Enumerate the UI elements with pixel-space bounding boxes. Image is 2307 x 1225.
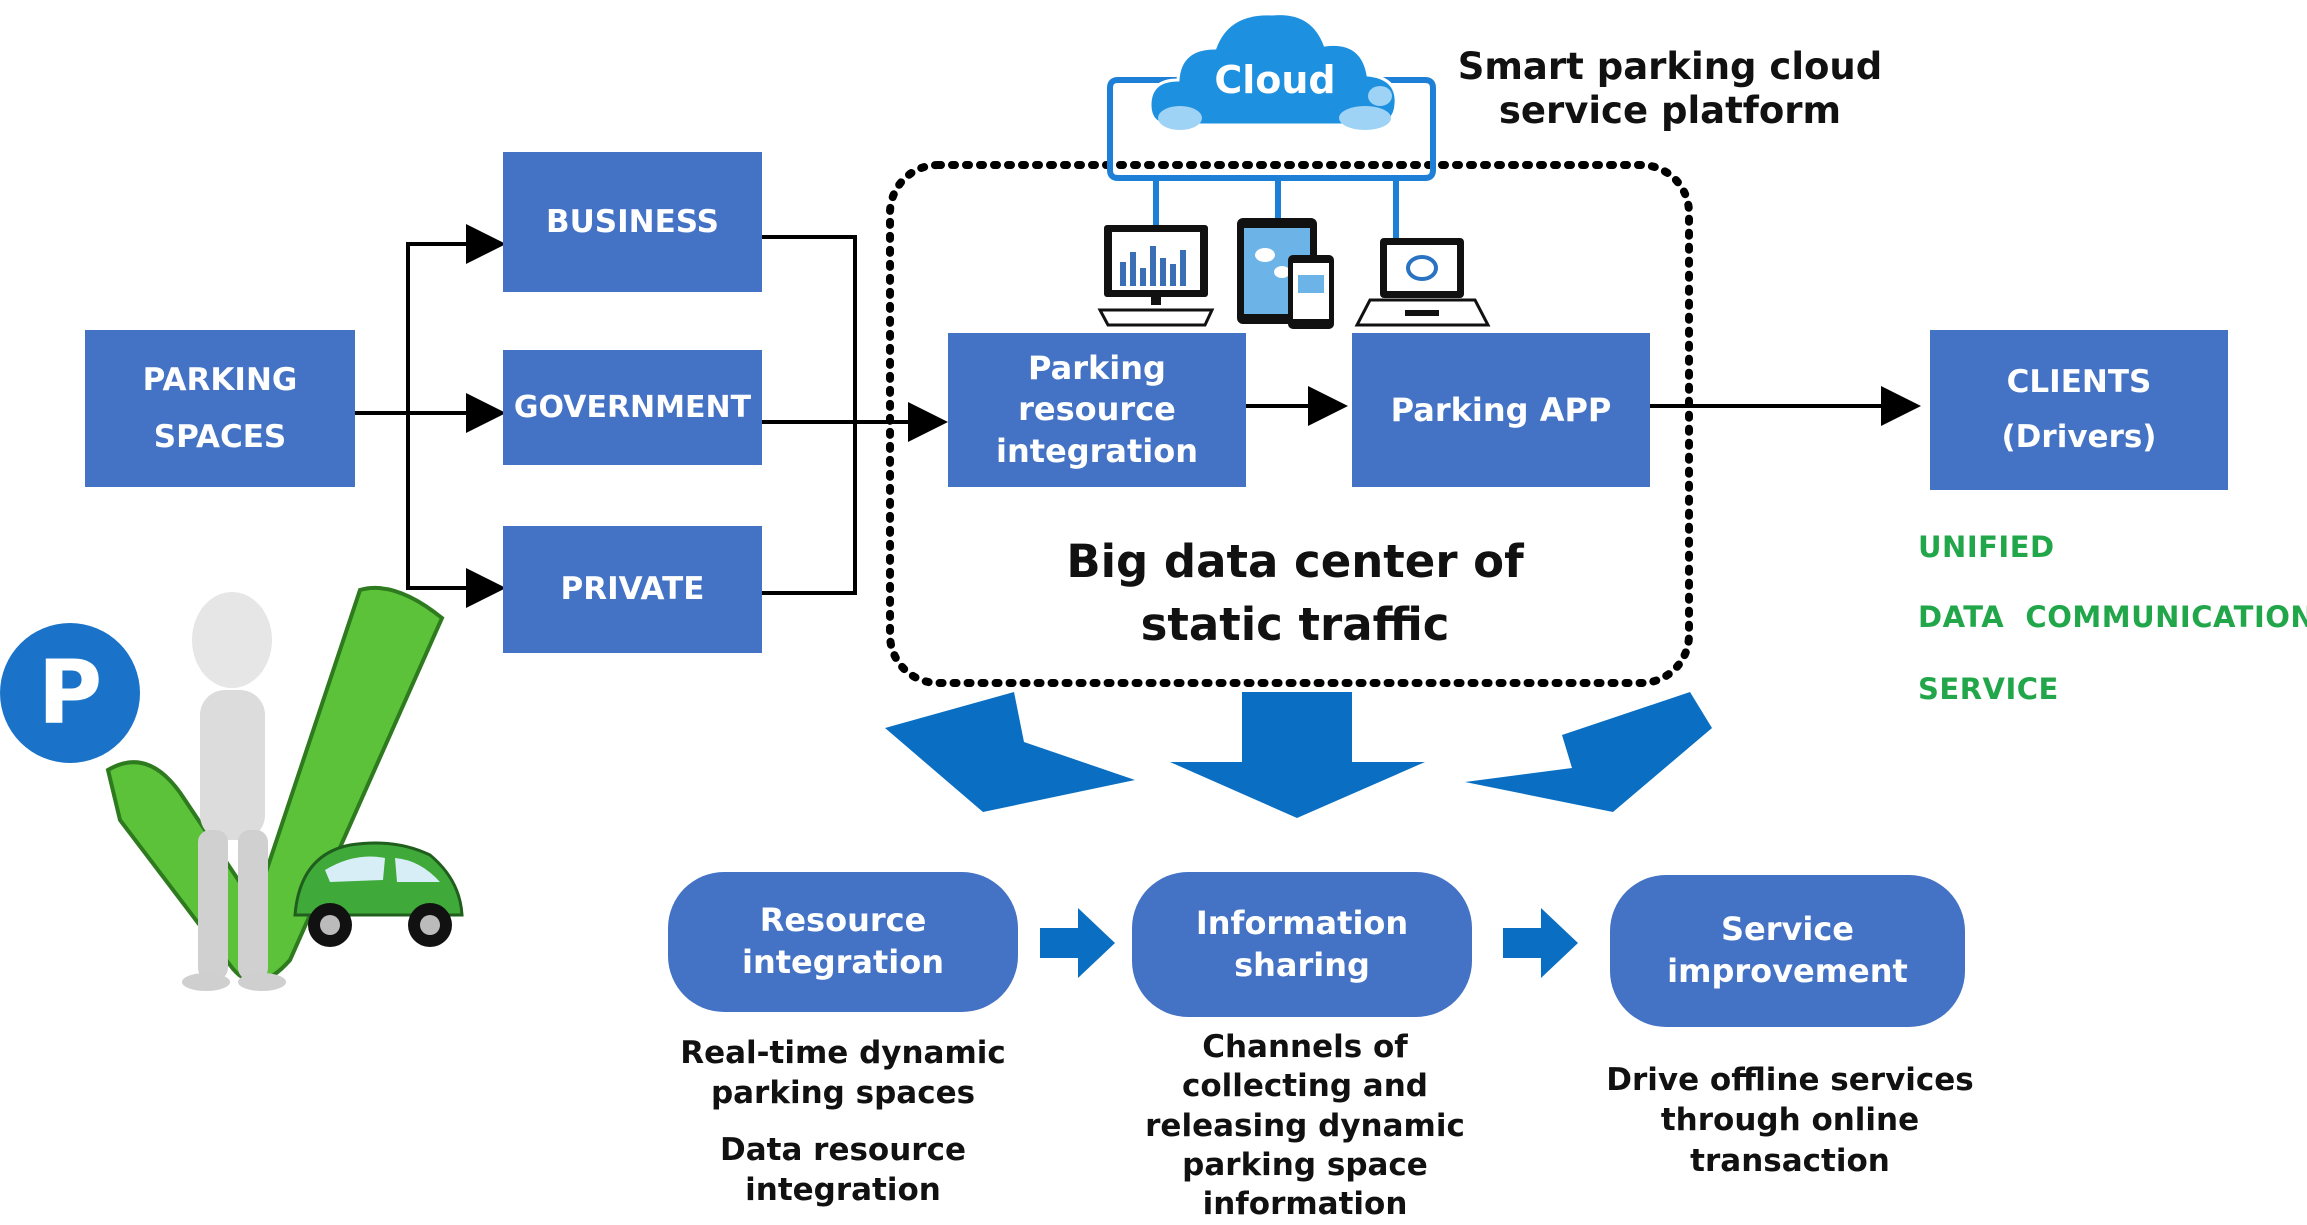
stage-2-title-line-1: Information (1195, 903, 1409, 942)
clients-line-2: (Drivers) (2001, 419, 2157, 455)
connector-business-merge (762, 235, 857, 595)
laptop-icon (1354, 238, 1491, 327)
unified-line-3: SERVICE (1918, 672, 2059, 706)
government-box: GOVERNMENT (503, 350, 762, 465)
stage-information-sharing: Information sharing (1132, 872, 1472, 1017)
cloud-network-lines (1107, 77, 1436, 238)
business-box: BUSINESS (503, 152, 762, 292)
resource-box-line-2: integration (995, 431, 1199, 470)
parking-app-box: Parking APP (1352, 333, 1650, 487)
big-data-title-line-1: Big data center of (1066, 535, 1524, 588)
stage-2-title-line-2: sharing (1234, 945, 1370, 984)
clients-line-1: CLIENTS (2006, 364, 2152, 401)
down-arrow-left (885, 692, 1135, 812)
stage-2-caption-line-4: parking space (1182, 1147, 1428, 1184)
unified-line-2: DATA COMMUNICATION (1918, 600, 2307, 634)
platform-title: Smart parking cloud service platform (1455, 45, 1885, 134)
stage-2-caption-line-5: information (1202, 1186, 1408, 1223)
government-label: GOVERNMENT (513, 389, 752, 425)
clients-box: CLIENTS (Drivers) (1930, 330, 2228, 490)
person-checkmark-illustration (105, 585, 445, 991)
stage-1-caption-b-line-2: integration (745, 1172, 941, 1209)
down-arrow-right (1465, 692, 1712, 812)
big-data-title-line-2: static traffic (1140, 598, 1450, 651)
stage-2-caption-line-1: Channels of (1202, 1029, 1408, 1065)
stage-1-title-line-2: integration (741, 943, 945, 981)
stage-2-caption: Channels of collecting and releasing dyn… (1110, 1028, 1500, 1225)
desktop-computer-icon (1097, 225, 1215, 327)
stage-3-caption-line-2: through online (1660, 1102, 1920, 1139)
stage-3-caption: Drive offline services through online tr… (1585, 1060, 1995, 1181)
private-box: PRIVATE (503, 526, 762, 653)
parking-spaces-box: PARKING SPACES (85, 330, 355, 487)
stage-2-caption-line-2: collecting and (1181, 1068, 1428, 1105)
stage-1-title-line-1: Resource (759, 901, 927, 940)
stage-1-caption-b-line-1: Data resource (719, 1132, 966, 1168)
stage-arrow-1 (1040, 908, 1115, 978)
cloud-label: Cloud (1214, 58, 1336, 102)
business-label: BUSINESS (545, 203, 720, 240)
stage-1-caption-a-line-1: Real-time dynamic (680, 1035, 1006, 1071)
down-arrow-center (1170, 692, 1425, 818)
stage-arrow-2 (1503, 908, 1578, 978)
stage-1-caption-b: Data resource integration (648, 1130, 1038, 1211)
stage-3-title-line-2: improvement (1667, 952, 1908, 990)
stage-1-caption-a-line-2: parking spaces (710, 1075, 976, 1112)
resource-box-line-1: Parking resource (1018, 348, 1176, 429)
stage-2-caption-line-3: releasing dynamic (1145, 1107, 1465, 1144)
tablet-phone-icon (1237, 218, 1334, 329)
parking-resource-integration-box: Parking resource integration (948, 333, 1246, 487)
cloud-icon (1148, 12, 1398, 130)
unified-line-1: UNIFIED (1918, 530, 2055, 564)
connector-to-private (406, 413, 506, 608)
green-car-icon (293, 841, 464, 947)
stage-3-caption-line-3: transaction (1690, 1142, 1890, 1179)
big-data-center-title: Big data center of static traffic (1030, 530, 1560, 656)
stage-service-improvement: Service improvement (1610, 875, 1965, 1027)
platform-title-line-1: Smart parking cloud (1457, 45, 1883, 88)
stage-3-title-line-1: Service (1720, 910, 1854, 949)
parking-spaces-line-1: PARKING (142, 361, 298, 398)
private-label: PRIVATE (560, 571, 705, 608)
parking-spaces-line-2: SPACES (153, 418, 287, 455)
parking-sign-icon (0, 623, 140, 763)
parking-sign-letter: P (37, 641, 103, 744)
platform-title-line-2: service platform (1498, 89, 1842, 133)
big-data-center-boundary (886, 161, 1693, 687)
stage-resource-integration: Resource integration (668, 872, 1018, 1012)
connector-to-business (406, 224, 506, 413)
parking-app-label: Parking APP (1390, 390, 1612, 429)
stage-1-caption-a: Real-time dynamic parking spaces (648, 1033, 1038, 1114)
stage-3-caption-line-1: Drive offline services (1606, 1062, 1974, 1098)
